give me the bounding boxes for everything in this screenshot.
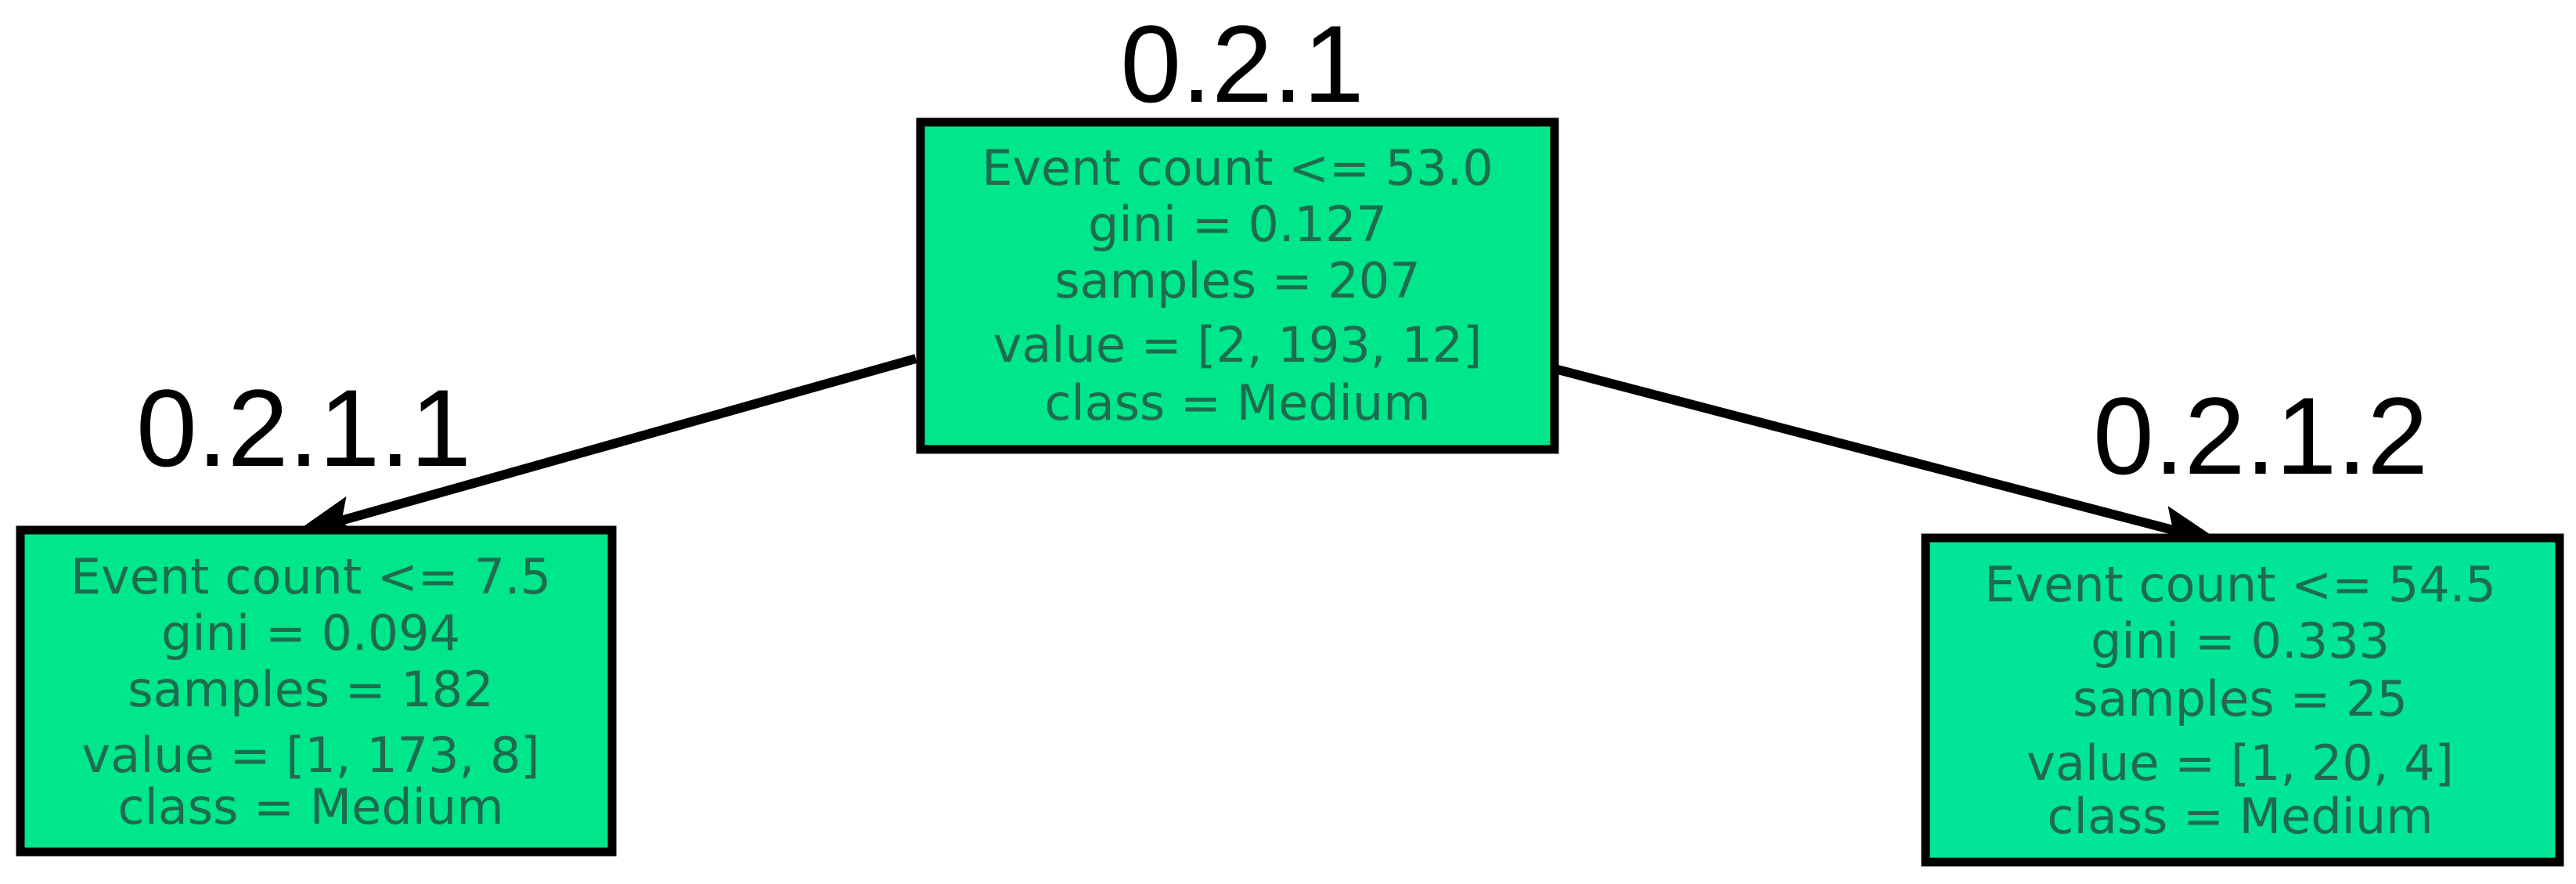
node-id-label: 0.2.1 — [1120, 2, 1364, 125]
node-class: class = Medium — [2047, 788, 2433, 845]
node-id-label: 0.2.1.2 — [2093, 374, 2428, 497]
node-samples: samples = 182 — [128, 661, 493, 718]
node-gini: gini = 0.333 — [2091, 612, 2390, 669]
node-class: class = Medium — [117, 778, 503, 835]
node-gini: gini = 0.127 — [1088, 196, 1387, 253]
node-value: value = [1, 20, 4] — [2027, 734, 2454, 792]
node-box — [916, 117, 1559, 454]
tree-node-left: 0.2.1.1 Event count <= 7.5 gini = 0.094 … — [16, 366, 617, 857]
node-split-rule: Event count <= 54.5 — [1984, 556, 2496, 613]
tree-node-root: 0.2.1 Event count <= 53.0 gini = 0.127 s… — [916, 2, 1559, 454]
node-id-label: 0.2.1.1 — [136, 366, 471, 489]
node-gini: gini = 0.094 — [161, 604, 460, 662]
node-samples: samples = 207 — [1054, 252, 1420, 309]
node-class: class = Medium — [1044, 374, 1430, 431]
node-split-rule: Event count <= 7.5 — [70, 548, 551, 605]
edge-root-to-left — [292, 354, 917, 539]
edge-root-to-right — [1556, 365, 2223, 549]
tree-node-right: 0.2.1.2 Event count <= 54.5 gini = 0.333… — [1921, 374, 2564, 867]
node-box — [1921, 533, 2564, 867]
node-split-rule: Event count <= 53.0 — [982, 139, 1493, 197]
node-value: value = [2, 193, 12] — [993, 316, 1483, 373]
node-box — [16, 525, 617, 857]
node-samples: samples = 25 — [2073, 670, 2408, 727]
node-value: value = [1, 173, 8] — [81, 727, 539, 784]
